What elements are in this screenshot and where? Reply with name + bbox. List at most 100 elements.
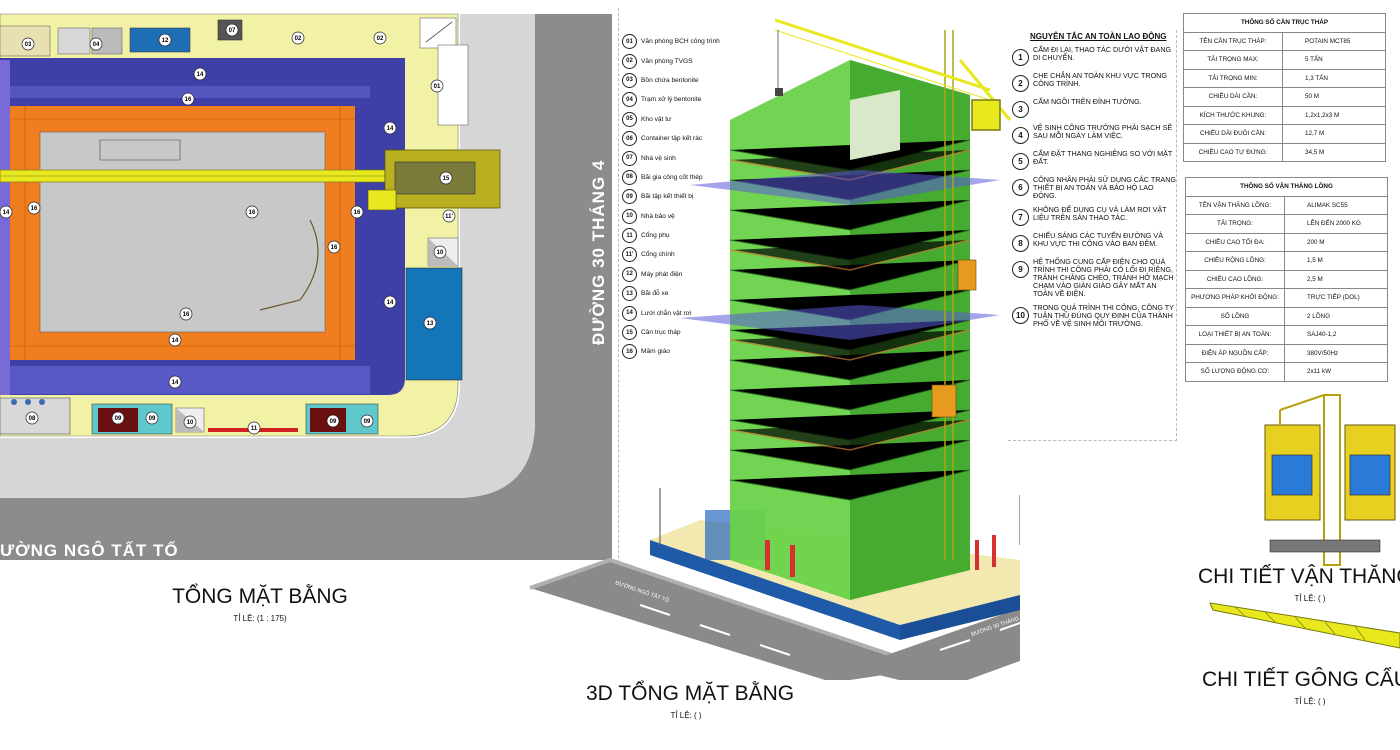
plan-mark: 09 (360, 414, 374, 428)
legend-number: 03 (622, 72, 637, 88)
hoist-detail-drawing (1264, 394, 1396, 566)
hoist-detail-scale: TỈ LỆ: ( ) (1294, 594, 1326, 603)
legend-item: 03 Bồn chứa bentonite (622, 71, 732, 90)
plan-mark: 14 (168, 375, 182, 389)
spec-key: SỐ LỒNG (1185, 306, 1285, 326)
svg-text:15: 15 (443, 176, 450, 182)
table-row: LOẠI THIẾT BỊ AN TOÀN:SAJ40-1,2 (1185, 325, 1388, 345)
legend-label: Bãi đỗ xe (641, 290, 669, 298)
spec-value: 34,5 M (1282, 142, 1386, 162)
spec-key: LOẠI THIẾT BỊ AN TOÀN: (1185, 325, 1285, 345)
spec-value: 380V/50Hz (1284, 343, 1388, 363)
legend-number: 10 (622, 208, 637, 224)
rule-number: 6 (1012, 179, 1029, 196)
table-row: PHƯƠNG PHÁP KHỞI ĐỘNG:TRỰC TIẾP (DOL) (1185, 288, 1388, 308)
svg-text:14: 14 (3, 210, 10, 216)
table-row: KÍCH THƯỚC KHUNG:1,2x1,2x3 M (1183, 105, 1386, 125)
svg-text:16: 16 (31, 206, 38, 212)
svg-text:11': 11' (445, 214, 453, 220)
svg-text:12: 12 (162, 38, 169, 44)
svg-text:16: 16 (249, 210, 256, 216)
spec-value: 12,7 M (1282, 124, 1386, 144)
svg-text:02: 02 (377, 36, 384, 42)
plan-mark: 14 (383, 121, 397, 135)
spec-value: 200 M (1284, 232, 1388, 252)
scaffold-ring (10, 106, 355, 360)
excavation-pit (39, 131, 326, 333)
legend-label: Cần trục tháp (641, 329, 681, 337)
plan-mark: 04 (89, 37, 103, 51)
spec-key: ĐIỆN ÁP NGUỒN CẤP: (1185, 343, 1285, 363)
legend-number: 08 (622, 169, 637, 185)
legend-label: Cổng phụ (641, 232, 670, 240)
site-plan-title: TỔNG MẶT BẰNG (172, 585, 348, 608)
plan-mark: 09 (145, 411, 159, 425)
legend-number: 14 (622, 305, 637, 321)
svg-text:09: 09 (330, 419, 337, 425)
plan-mark: 10 (183, 415, 197, 429)
table-row: TẢI TRỌNG MIN:1,3 TẤN (1183, 68, 1386, 88)
jib-detail-drawing (1209, 602, 1400, 649)
spec-value: 5 TẤN (1282, 50, 1386, 70)
rule-number: 3 (1012, 101, 1029, 118)
svg-text:16: 16 (185, 97, 192, 103)
hoist-detail-title: CHI TIẾT VẬN THĂNG LỒ (1198, 565, 1400, 588)
table-row: CHIỀU CAO TỐI ĐA:200 M (1185, 232, 1388, 252)
spec-value: LÊN ĐẾN 2000 KG (1284, 214, 1388, 234)
plan-mark: 16 (327, 240, 341, 254)
3d-view-title: 3D TỔNG MẶT BẰNG (586, 682, 795, 705)
table-row: CHIỀU DÀI ĐUÔI CẦN:12,7 M (1183, 124, 1386, 144)
table-row: TÊN VẬN THĂNG LỒNG:ALIMAK SC55 (1185, 195, 1388, 215)
plan-mark: 11 (247, 421, 261, 435)
legend-number: 11 (622, 228, 637, 244)
svg-text:09: 09 (115, 416, 122, 422)
table-row: CHIỀU CAO TỰ ĐỨNG:34,5 M (1183, 142, 1386, 162)
rule-text: CHE CHẮN AN TOÀN KHU VỰC TRONG CÔNG TRÌN… (1033, 71, 1167, 88)
legend-label: Văn phòng TVGS (641, 57, 693, 65)
legend-label: Mâm giáo (641, 348, 670, 356)
spec-value: ALIMAK SC55 (1284, 195, 1388, 215)
svg-text:03: 03 (25, 42, 32, 48)
legend-number: 16 (622, 344, 637, 360)
svg-text:16: 16 (331, 245, 338, 251)
3d-building (680, 60, 1000, 600)
svg-text:14: 14 (172, 380, 179, 386)
legend-label: Văn phòng BCH công trình (641, 38, 720, 46)
svg-text:14: 14 (172, 338, 179, 344)
svg-text:10: 10 (187, 420, 194, 426)
legend-number: 11' (622, 247, 637, 263)
spec-key: PHƯƠNG PHÁP KHỞI ĐỘNG: (1185, 288, 1285, 308)
legend-number: 05 (622, 111, 637, 127)
rule-number: 2 (1012, 75, 1029, 92)
rule-number: 4 (1012, 127, 1029, 144)
spec-key: TẢI TRỌNG MAX: (1183, 50, 1283, 70)
plan-mark: 12 (158, 33, 172, 47)
view-separator (618, 8, 619, 568)
svg-text:08: 08 (29, 416, 36, 422)
spec-key: CHIỀU RỘNG LỒNG: (1185, 251, 1285, 271)
spec-value: 50 M (1282, 87, 1386, 107)
spec-key: CHIỀU DÀI ĐUÔI CẦN: (1183, 124, 1283, 144)
rule-text: VỆ SINH CÔNG TRƯỜNG PHẢI SẠCH SẼ SAU MỖI… (1033, 123, 1173, 140)
table-row: TẢI TRỌNG MAX:5 TẤN (1183, 50, 1386, 70)
legend-label: Bãi gia công cốt thép (641, 173, 703, 181)
legend-label: Máy phát điện (641, 270, 683, 278)
legend-label: Kho vật tư (641, 115, 672, 123)
table-row: CHIỀU DÀI CẦN:50 M (1183, 87, 1386, 107)
legend-number: 12 (622, 266, 637, 282)
svg-text:16: 16 (354, 210, 361, 216)
legend-label: Bồn chứa bentonite (641, 76, 699, 84)
svg-text:01: 01 (434, 84, 441, 90)
legend-item: 12 Máy phát điện (622, 265, 732, 284)
svg-text:14: 14 (387, 126, 394, 132)
table-row: CHIỀU CAO LỒNG:2,5 M (1185, 269, 1388, 289)
rule-number: 5 (1012, 153, 1029, 170)
